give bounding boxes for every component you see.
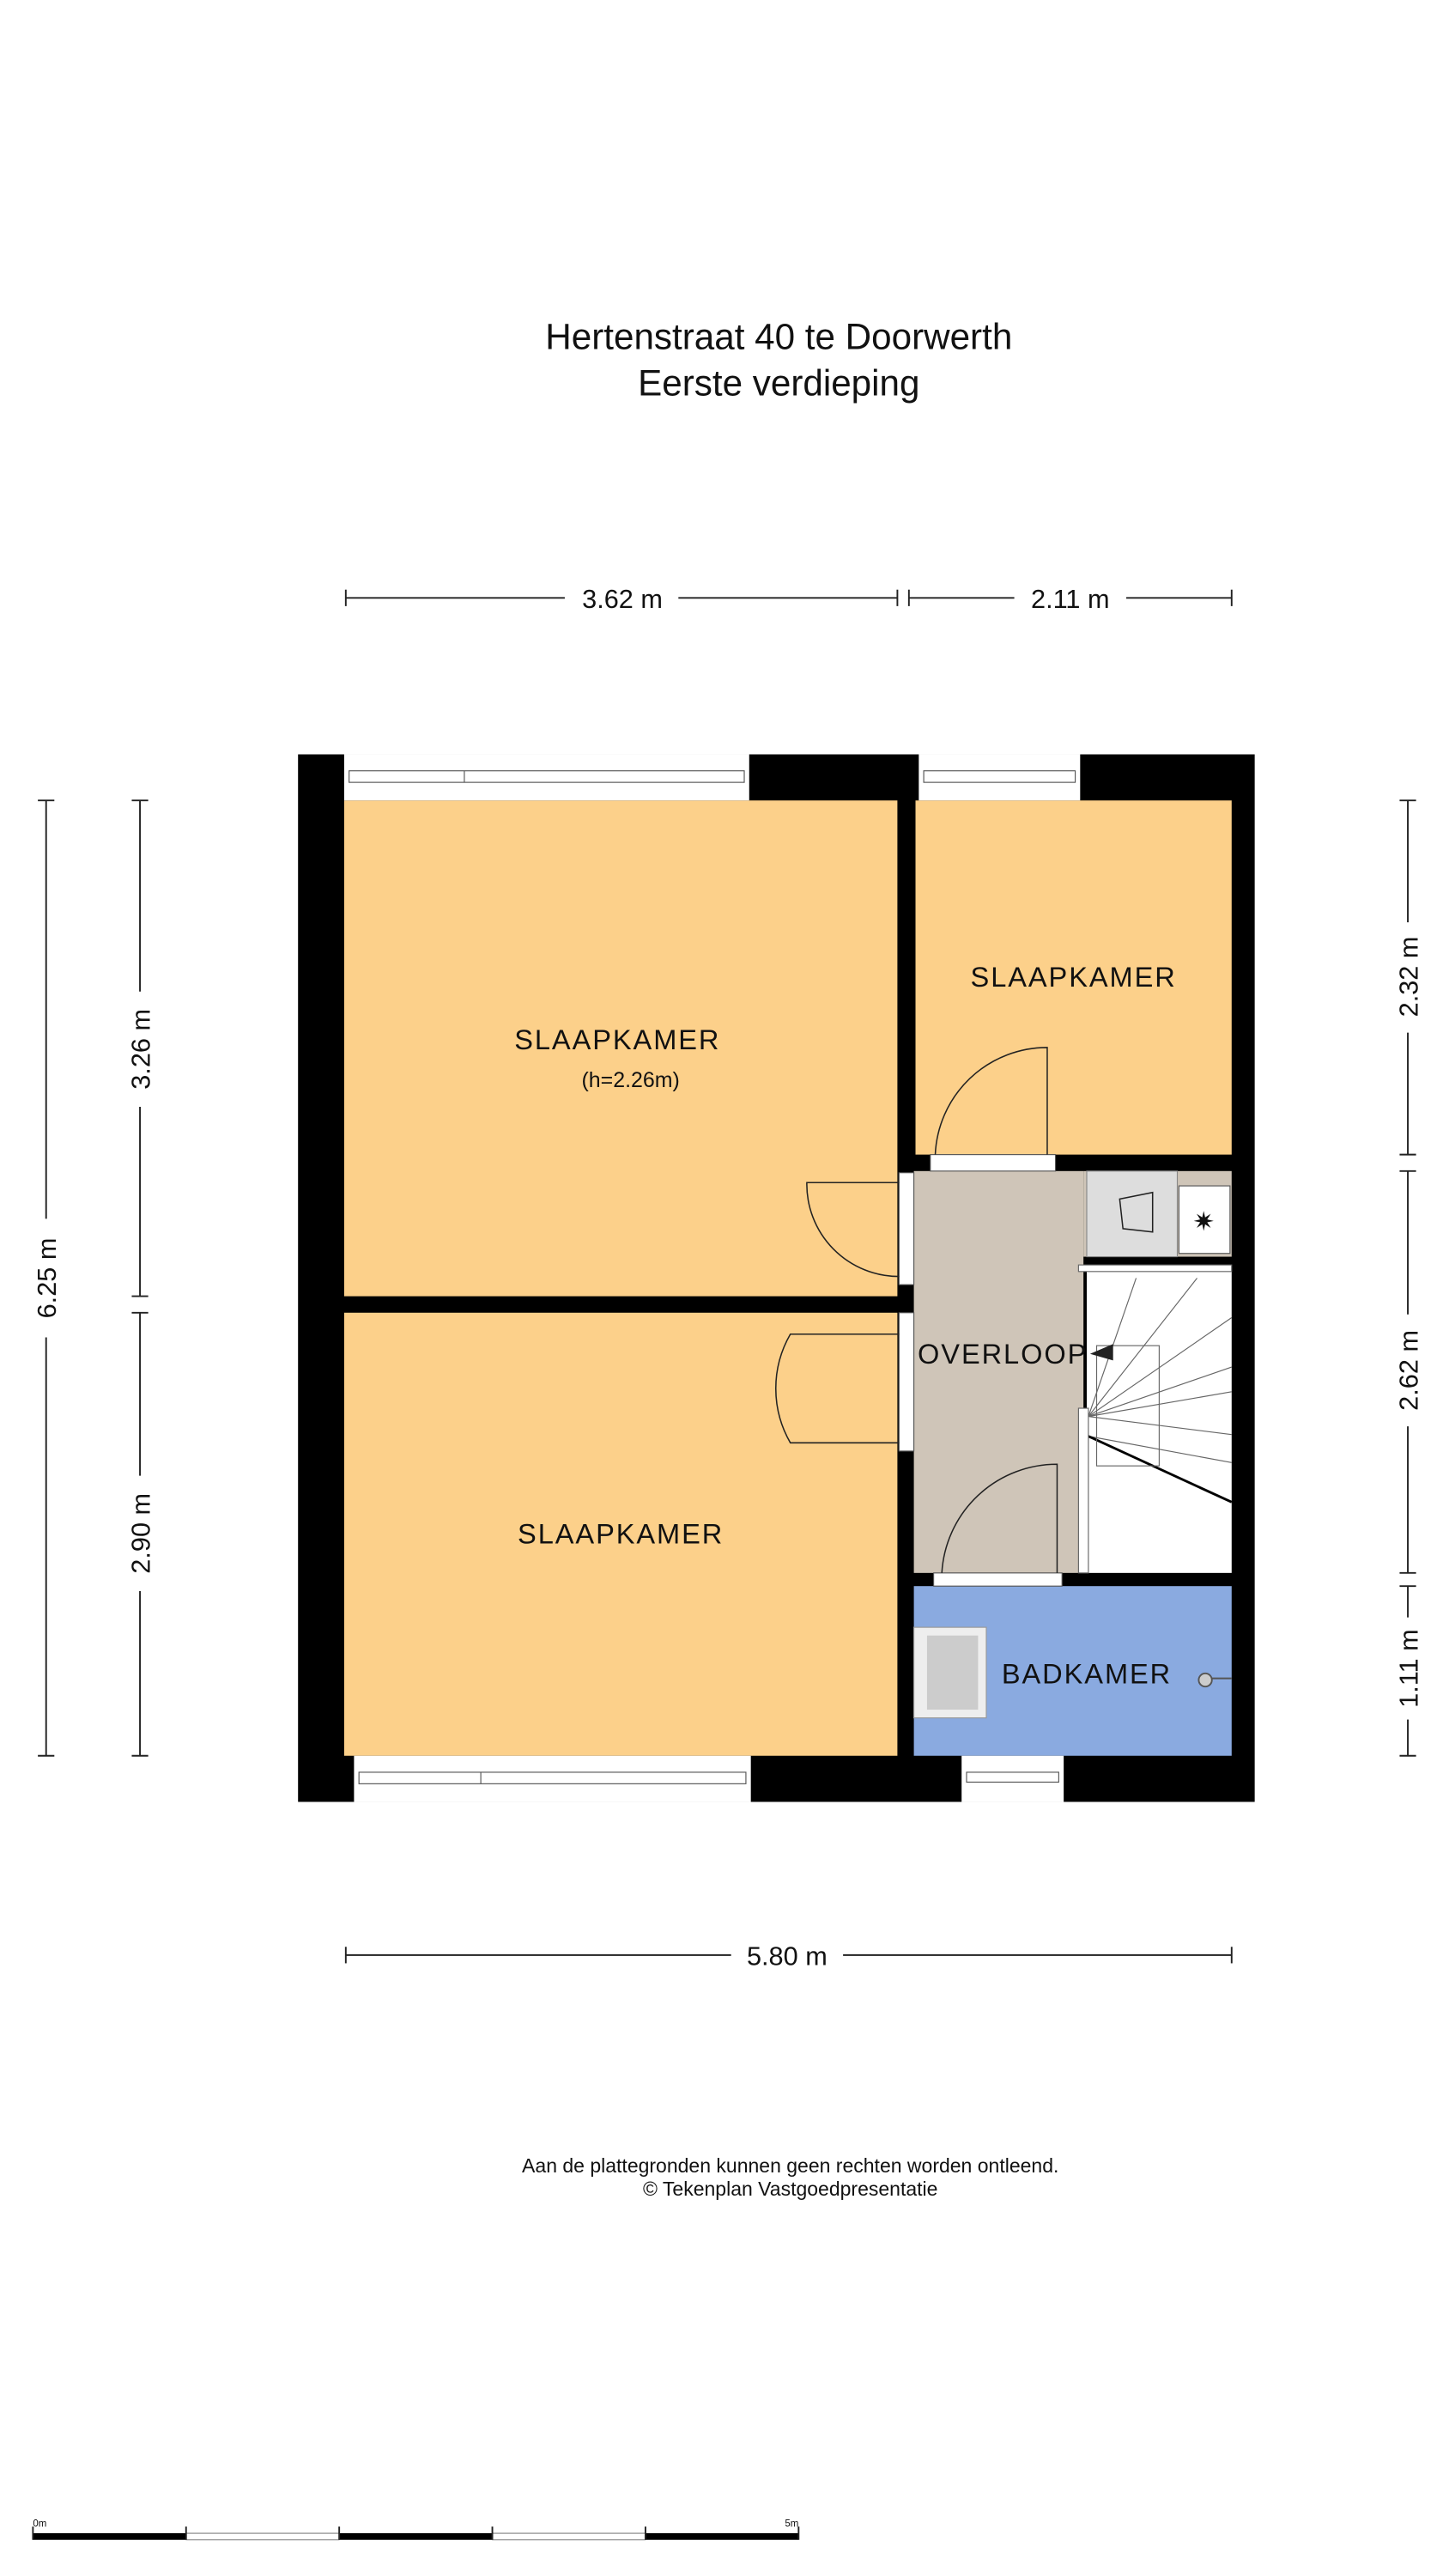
dimension-left-upper: 3.26 m xyxy=(126,1009,156,1090)
floor-name: Eerste verdieping xyxy=(638,362,919,403)
bedroom-3-floor xyxy=(915,800,1232,1155)
dimension-left: 6.25 m 3.26 m 2.90 m xyxy=(32,799,156,1757)
scale-end: 5m xyxy=(785,2518,798,2529)
copyright: © Tekenplan Vastgoedpresentatie xyxy=(643,2178,937,2200)
bedroom-1-height: (h=2.26m) xyxy=(582,1068,680,1092)
dimension-left-lower: 2.90 m xyxy=(126,1493,156,1574)
bedroom-2-floor xyxy=(343,1312,898,1756)
dimension-bottom: 5.80 m xyxy=(344,1941,1233,1971)
dimension-left-total: 6.25 m xyxy=(32,1238,62,1319)
bedroom-1-label: SLAAPKAMER xyxy=(514,1024,720,1055)
doors xyxy=(775,1047,1063,1587)
landing-floor xyxy=(913,1170,1084,1573)
dimension-bottom-total: 5.80 m xyxy=(747,1941,828,1971)
landing-label: OVERLOOP xyxy=(918,1338,1088,1370)
scale-bar: 0m 5m xyxy=(32,2518,800,2541)
bathroom-label: BADKAMER xyxy=(1002,1657,1172,1689)
windows xyxy=(343,754,1081,1802)
bedroom-1-floor xyxy=(343,800,898,1297)
dimension-right-lower: 1.11 m xyxy=(1394,1629,1424,1708)
tap-icon xyxy=(1197,1672,1232,1688)
disclaimer: Aan de plattegronden kunnen geen rechten… xyxy=(522,2154,1058,2177)
dimension-right: 2.32 m 2.62 m 1.11 m xyxy=(1394,799,1424,1757)
bedroom-2-label: SLAAPKAMER xyxy=(518,1517,724,1549)
boiler-icon: ✷ xyxy=(1086,1170,1231,1258)
dimension-top: 3.62 m 2.11 m xyxy=(344,584,1233,614)
dimension-right-upper: 2.32 m xyxy=(1394,937,1424,1018)
scale-start: 0m xyxy=(33,2518,46,2529)
plan-title: Hertenstraat 40 te Doorwerth xyxy=(545,317,1012,357)
bedroom-3-label: SLAAPKAMER xyxy=(971,961,1177,993)
sink-icon xyxy=(913,1626,987,1719)
dimension-top-left: 3.62 m xyxy=(582,584,663,614)
dimension-right-middle: 2.62 m xyxy=(1394,1330,1424,1411)
stairs-steps xyxy=(1077,1264,1233,1574)
svg-text:✷: ✷ xyxy=(1192,1206,1215,1236)
dimension-top-right: 2.11 m xyxy=(1031,584,1110,614)
